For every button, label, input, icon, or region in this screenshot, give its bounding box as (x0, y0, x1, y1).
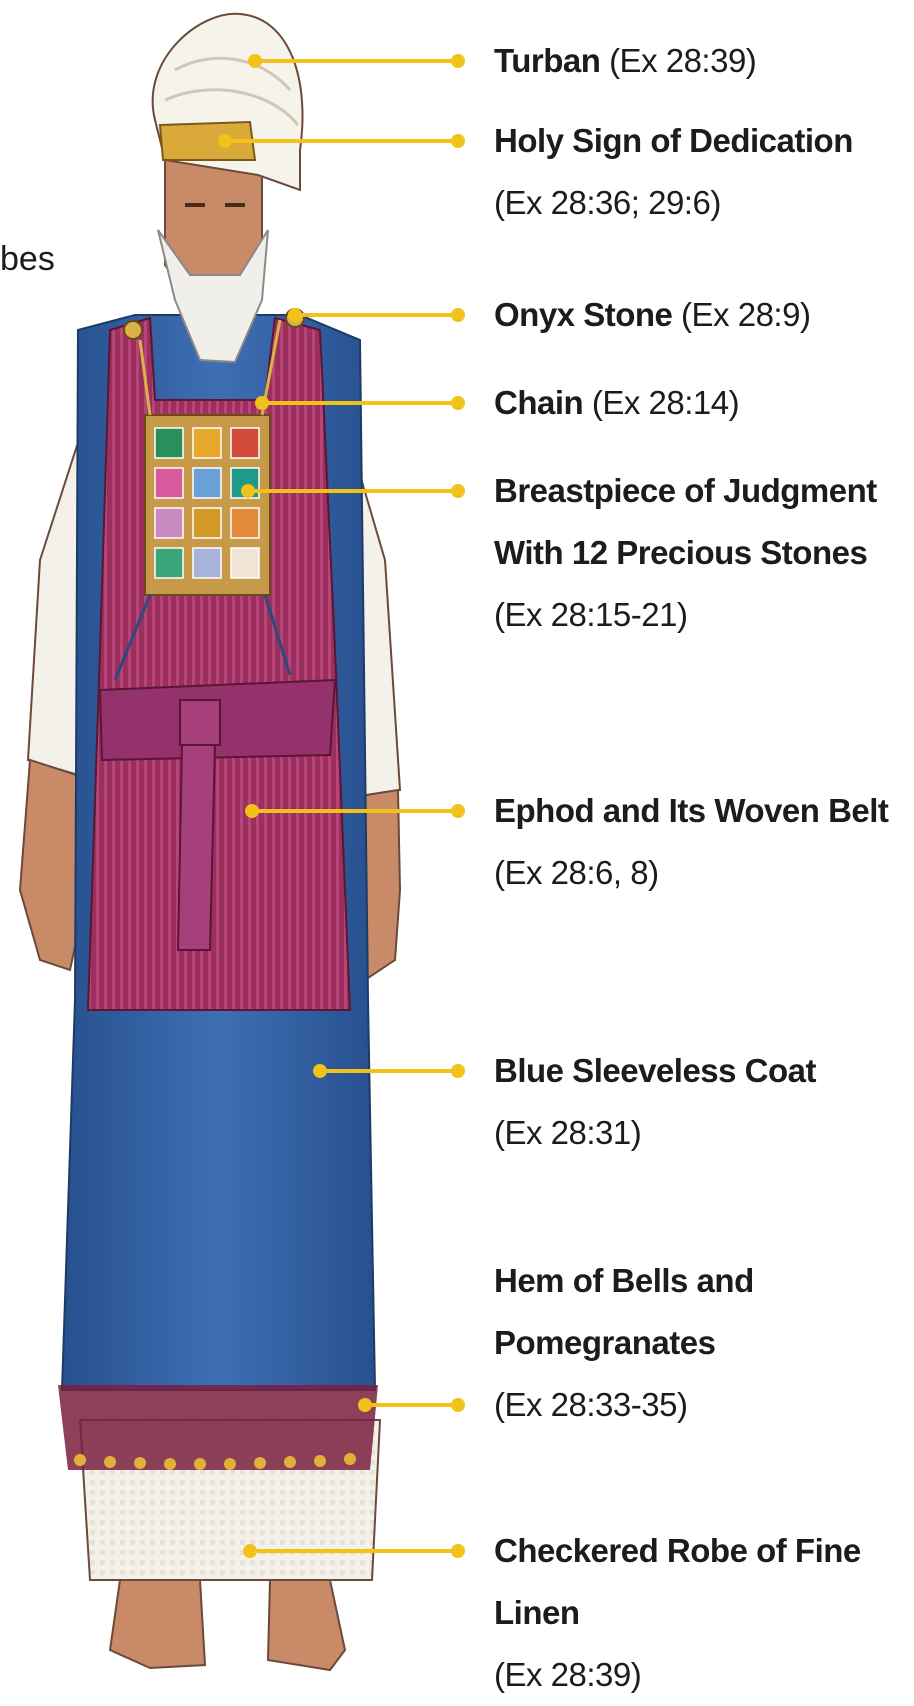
callout-dot-breastpiece (451, 484, 465, 498)
label-breastpiece: Breastpiece of JudgmentWith 12 Precious … (494, 460, 877, 646)
callout-dot-coat (451, 1064, 465, 1078)
callout-dot-hem (358, 1398, 372, 1412)
feet (110, 1580, 345, 1670)
callout-dot-robe (243, 1544, 257, 1558)
label-robe-name: Checkered Robe of Fine Linen (494, 1532, 861, 1631)
label-breastpiece-name-line2: With 12 Precious Stones (494, 534, 867, 571)
callout-dot-hem (451, 1398, 465, 1412)
hem-bells-pomegranates (58, 1385, 378, 1470)
callout-dot-coat (313, 1064, 327, 1078)
label-robe: Checkered Robe of Fine Linen (Ex 28:39) (494, 1520, 914, 1706)
label-holy-sign: Holy Sign of Dedication (Ex 28:36; 29:6) (494, 110, 853, 234)
label-holy-sign-name: Holy Sign of Dedication (494, 122, 853, 159)
label-coat: Blue Sleeveless Coat (Ex 28:31) (494, 1040, 816, 1164)
callout-dot-onyx (451, 308, 465, 322)
callout-dot-chain (255, 396, 269, 410)
callout-dot-onyx (288, 308, 302, 322)
label-turban-name: Turban (494, 42, 600, 79)
label-coat-name: Blue Sleeveless Coat (494, 1052, 816, 1089)
onyx-stone-left (124, 321, 142, 339)
label-ephod-reference: (Ex 28:6, 8) (494, 854, 659, 891)
callout-dot-holy-sign (451, 134, 465, 148)
label-ephod-name: Ephod and Its Woven Belt (494, 792, 888, 829)
label-hem-name-line2: Pomegranates (494, 1324, 715, 1361)
label-chain-reference: (Ex 28:14) (592, 384, 739, 421)
callout-dot-breastpiece (241, 484, 255, 498)
label-breastpiece-reference: (Ex 28:15-21) (494, 596, 687, 633)
callout-dot-ephod (451, 804, 465, 818)
label-chain: Chain (Ex 28:14) (494, 372, 739, 434)
label-onyx-name: Onyx Stone (494, 296, 672, 333)
cropped-side-text: bes (0, 240, 55, 279)
label-chain-name: Chain (494, 384, 583, 421)
label-hem-name: Hem of Bells and (494, 1262, 754, 1299)
label-hem: Hem of Bells andPomegranates (Ex 28:33-35… (494, 1250, 754, 1436)
callout-dot-holy-sign (218, 134, 232, 148)
callout-dot-robe (451, 1544, 465, 1558)
label-onyx-reference: (Ex 28:9) (681, 296, 810, 333)
callout-dot-chain (451, 396, 465, 410)
label-breastpiece-name: Breastpiece of Judgment (494, 472, 877, 509)
label-robe-reference: (Ex 28:39) (494, 1656, 641, 1693)
label-ephod: Ephod and Its Woven Belt (Ex 28:6, 8) (494, 780, 888, 904)
callout-dot-turban (451, 54, 465, 68)
label-turban-reference: (Ex 28:39) (609, 42, 756, 79)
label-onyx: Onyx Stone (Ex 28:9) (494, 284, 810, 346)
label-holy-sign-reference: (Ex 28:36; 29:6) (494, 184, 721, 221)
label-turban: Turban (Ex 28:39) (494, 30, 756, 92)
label-hem-reference: (Ex 28:33-35) (494, 1386, 687, 1423)
label-coat-reference: (Ex 28:31) (494, 1114, 641, 1151)
callout-dot-ephod (245, 804, 259, 818)
callout-dot-turban (248, 54, 262, 68)
